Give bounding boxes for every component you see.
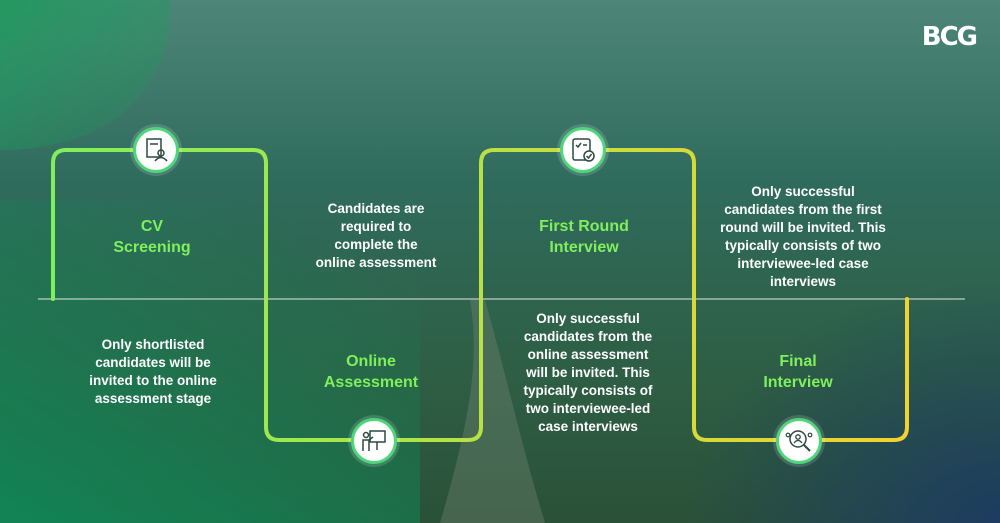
people-search-icon xyxy=(776,418,822,464)
stage-description-final-interview: Only successful candidates from the firs… xyxy=(720,184,886,289)
checklist-icon xyxy=(560,127,606,173)
cv-document-icon xyxy=(133,127,179,173)
presentation-icon xyxy=(351,418,397,464)
bcg-logo: BCG xyxy=(921,22,978,52)
stage-description-first-round-interview: Only successful candidates from the onli… xyxy=(523,311,653,434)
stage-description-online-assessment: Candidates are required to complete the … xyxy=(315,201,437,270)
stage-description-cv-screening: Only shortlisted candidates will be invi… xyxy=(89,337,217,406)
